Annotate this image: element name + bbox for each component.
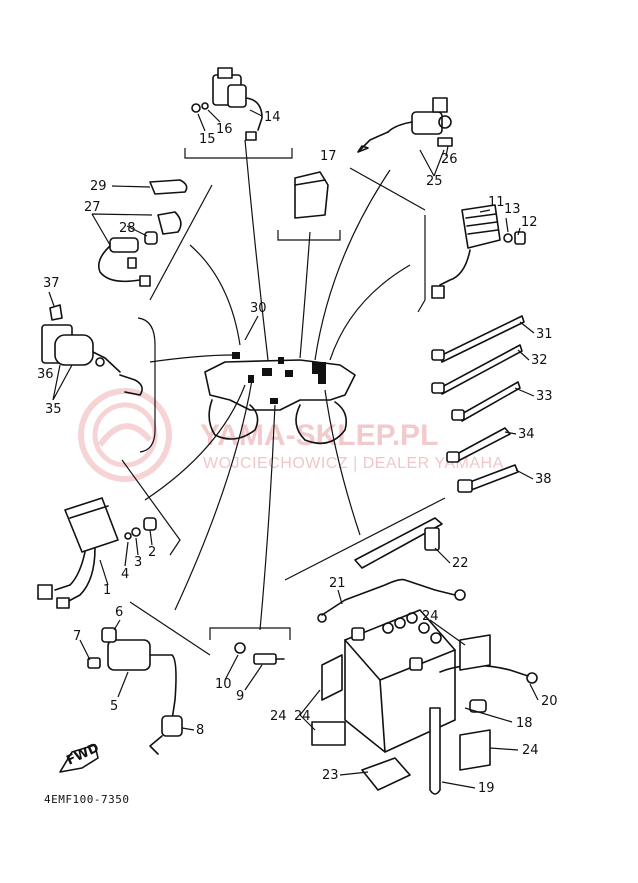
handlebar-switch xyxy=(41,304,143,396)
callout-21: 21 xyxy=(329,576,346,591)
callout-24a: 24 xyxy=(422,609,439,624)
callout-37: 37 xyxy=(43,276,60,291)
starter-relay-assembly xyxy=(191,67,263,141)
fwd-arrow-icon: FWD xyxy=(59,741,102,773)
callout-11: 11 xyxy=(488,195,505,210)
callout-22: 22 xyxy=(452,556,469,571)
callout-7: 7 xyxy=(73,629,81,644)
callout-14: 14 xyxy=(264,110,281,125)
callout-24c: 24 xyxy=(522,743,539,758)
callout-28: 28 xyxy=(119,221,136,236)
battery-pads xyxy=(311,634,491,791)
callout-leaders xyxy=(48,109,539,789)
callout-19: 19 xyxy=(478,781,495,796)
cable-ties xyxy=(431,315,525,493)
callout-26: 26 xyxy=(441,152,458,167)
callout-34: 34 xyxy=(518,427,535,442)
callout-27: 27 xyxy=(84,200,101,215)
diagram-code: 4EMF100-7350 xyxy=(44,793,129,806)
relay-cover xyxy=(294,171,329,219)
battery-band xyxy=(354,517,443,569)
callout-31: 31 xyxy=(536,327,553,342)
callout-numbers: 1 2 3 4 5 6 7 8 9 10 11 12 13 14 15 16 1… xyxy=(37,110,558,796)
section-brackets xyxy=(121,148,446,656)
speed-sensor-assembly xyxy=(97,179,188,287)
callout-24b: 24 xyxy=(270,709,287,724)
sensor-assembly xyxy=(357,97,453,153)
callout-9: 9 xyxy=(236,689,244,704)
callout-38: 38 xyxy=(535,472,552,487)
callout-18: 18 xyxy=(516,716,533,731)
callout-12: 12 xyxy=(521,215,538,230)
callout-1: 1 xyxy=(103,583,111,598)
callout-35: 35 xyxy=(45,402,62,417)
callout-3: 3 xyxy=(134,555,142,570)
callout-29: 29 xyxy=(90,179,107,194)
callout-2: 2 xyxy=(148,545,156,560)
callout-15: 15 xyxy=(199,132,216,147)
battery xyxy=(344,609,538,753)
watermark-subtitle: WOJCIECHOWICZ | DEALER YAMAHA xyxy=(203,455,504,472)
callout-36: 36 xyxy=(37,367,54,382)
vehicle-frame-outline xyxy=(204,352,356,445)
breather-pipe xyxy=(429,707,441,795)
callout-16: 16 xyxy=(216,122,233,137)
callout-30: 30 xyxy=(250,301,267,316)
callout-5: 5 xyxy=(110,699,118,714)
sender-switch xyxy=(234,642,285,665)
rectifier-regulator xyxy=(431,204,526,299)
watermark-title: YAMA-SKLEP.PL xyxy=(200,419,438,452)
ignition-coil xyxy=(87,627,183,755)
callout-33: 33 xyxy=(536,389,553,404)
callout-13: 13 xyxy=(504,202,521,217)
callout-25: 25 xyxy=(426,174,443,189)
callout-17: 17 xyxy=(320,149,337,164)
battery-cable xyxy=(317,578,466,623)
callout-10: 10 xyxy=(215,677,232,692)
callout-32: 32 xyxy=(531,353,548,368)
callout-6: 6 xyxy=(115,605,123,620)
cdi-unit xyxy=(37,497,157,609)
callout-4: 4 xyxy=(121,567,129,582)
callout-20: 20 xyxy=(541,694,558,709)
leader-lines xyxy=(144,139,411,631)
callout-23: 23 xyxy=(322,768,339,783)
callout-8: 8 xyxy=(196,723,204,738)
